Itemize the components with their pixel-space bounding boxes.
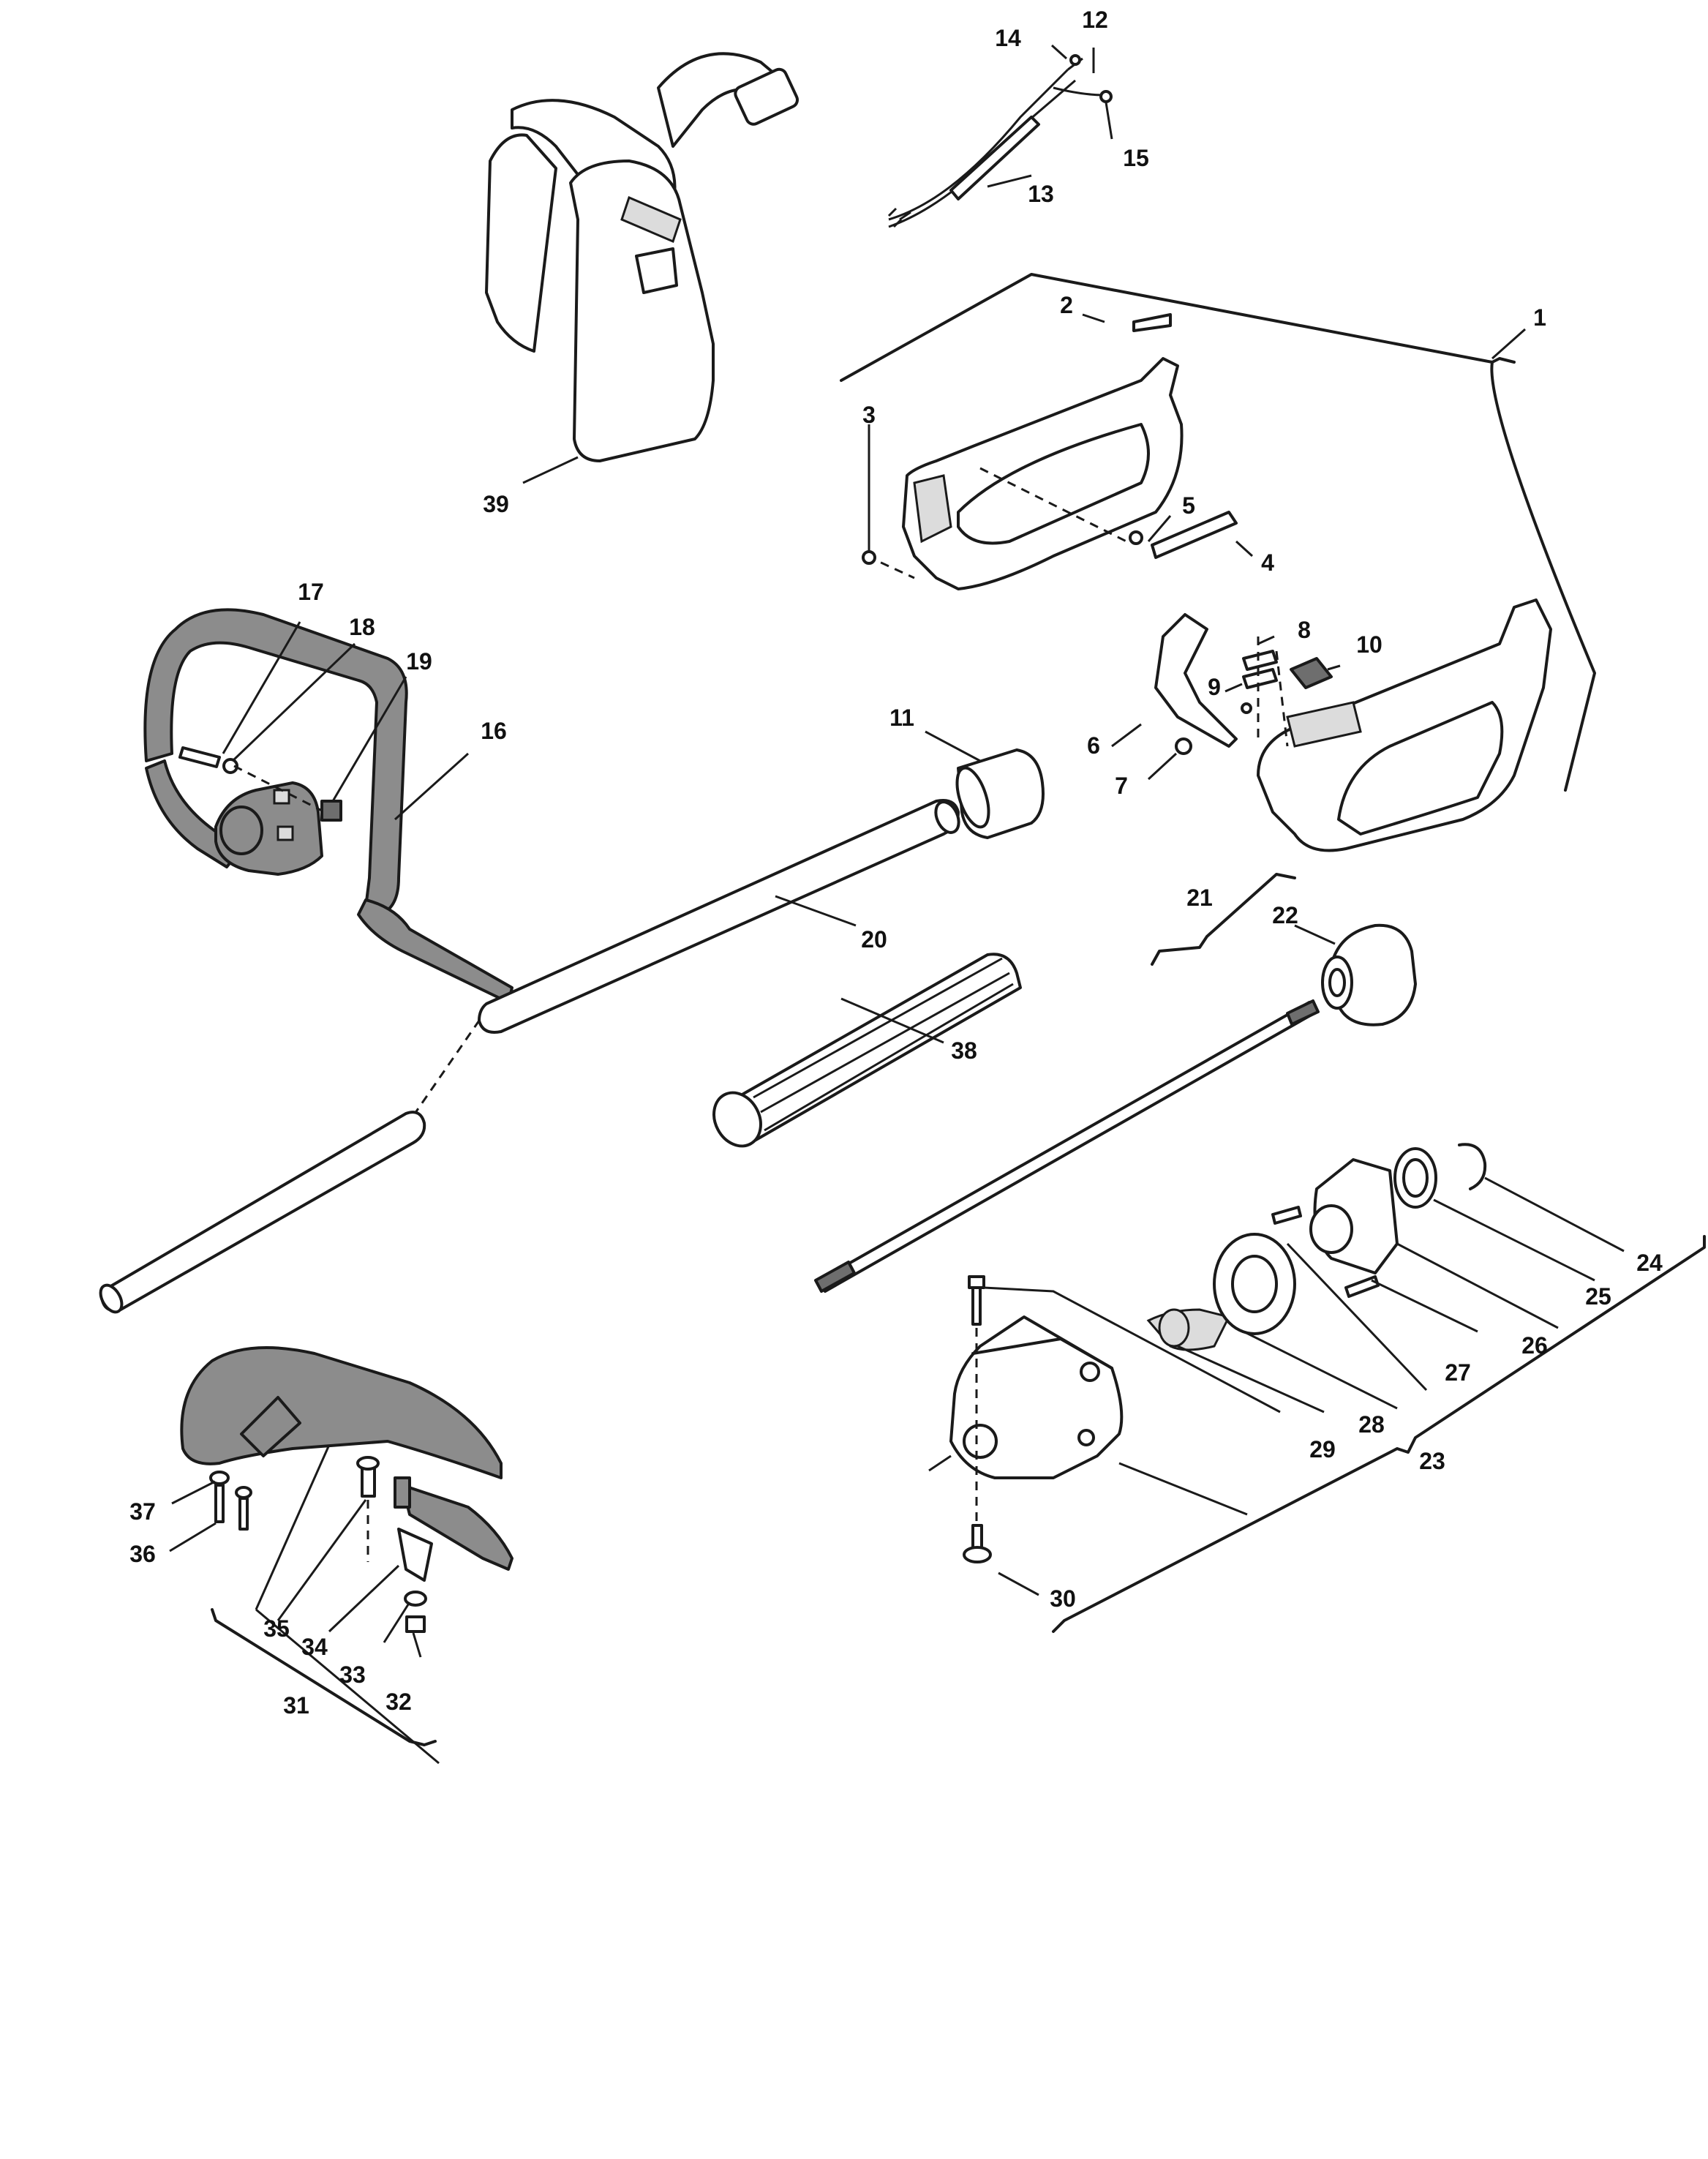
callout-24: 24 (1636, 1250, 1663, 1276)
callout-20: 20 (861, 926, 887, 953)
lower-housing-part (1154, 598, 1552, 852)
callout-6: 6 (1087, 732, 1100, 759)
gearhead-part (949, 1143, 1487, 1563)
callout-21: 21 (1186, 885, 1213, 911)
callout-2: 2 (1060, 292, 1073, 318)
callout-32: 32 (385, 1689, 412, 1715)
callout-18: 18 (349, 614, 375, 640)
callout-33: 33 (339, 1662, 366, 1688)
callout-7: 7 (1115, 773, 1128, 799)
callout-37: 37 (129, 1498, 156, 1525)
callout-15: 15 (1123, 145, 1149, 171)
callout-11: 11 (889, 705, 914, 731)
callout-30: 30 (1050, 1585, 1076, 1612)
callout-1: 1 (1533, 304, 1546, 331)
callout-17: 17 (298, 579, 324, 605)
callout-36: 36 (129, 1541, 156, 1567)
callout-16: 16 (481, 718, 507, 744)
callout-12: 12 (1082, 7, 1108, 33)
callout-25: 25 (1585, 1283, 1611, 1310)
guard-part (180, 1346, 513, 1633)
callout-39: 39 (483, 491, 509, 517)
callout-10: 10 (1356, 631, 1382, 658)
grip-sleeve-part (712, 953, 1022, 1148)
callout-9: 9 (1208, 674, 1221, 700)
drive-tube-part (99, 748, 1045, 1314)
callout-35: 35 (263, 1615, 290, 1642)
callout-31: 31 (283, 1692, 309, 1719)
callout-22: 22 (1272, 902, 1298, 928)
callout-8: 8 (1298, 617, 1311, 643)
callout-19: 19 (406, 648, 432, 675)
wiring-harness-part (887, 54, 1113, 228)
assembly-brackets (211, 273, 1706, 1746)
callout-leaders (169, 44, 1526, 1765)
callout-4: 4 (1261, 549, 1274, 576)
callout-28: 28 (1358, 1411, 1385, 1438)
upper-housing-part (862, 313, 1238, 590)
callout-5: 5 (1182, 492, 1195, 519)
driveshaft-part (814, 923, 1417, 1293)
callout-26: 26 (1521, 1332, 1548, 1359)
callout-29: 29 (1309, 1436, 1336, 1463)
callout-23: 23 (1419, 1448, 1445, 1474)
callout-14: 14 (995, 25, 1021, 51)
callout-3: 3 (862, 402, 876, 428)
callout-34: 34 (301, 1634, 328, 1660)
callout-27: 27 (1445, 1359, 1471, 1386)
loop-handle-part (143, 608, 513, 1004)
callout-labels: 1 2 3 4 5 6 7 8 9 10 11 12 13 14 15 16 1… (129, 7, 1663, 1719)
callout-38: 38 (951, 1037, 977, 1064)
callout-13: 13 (1028, 181, 1054, 207)
harness-strap-part (485, 52, 799, 462)
